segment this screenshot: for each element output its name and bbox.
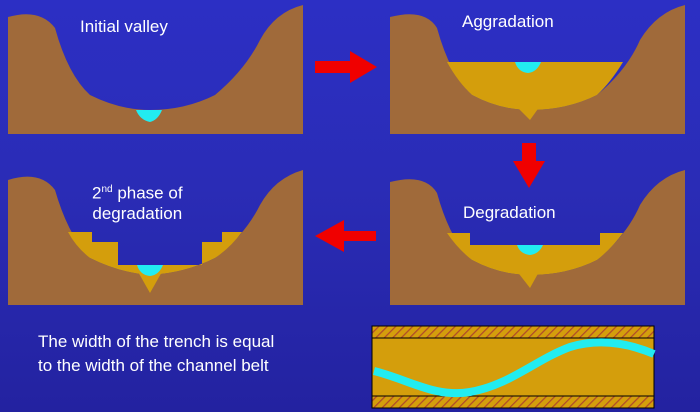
water-channel-aggradation (515, 62, 541, 73)
title-second-phase-line2: degradation (92, 203, 183, 223)
bedrock-degradation (390, 170, 685, 305)
title-second-phase-line1: 2nd phase of (92, 180, 183, 204)
bedrock-initial (8, 5, 303, 134)
panel-initial-valley (8, 5, 303, 134)
panel-second-phase (8, 170, 303, 305)
sediment-fill-aggradation (447, 62, 623, 110)
arrow-right (315, 51, 377, 83)
channel-belt-inset (371, 325, 656, 409)
bedrock-second-phase (8, 170, 303, 305)
panel-aggradation (390, 5, 685, 134)
title-ordinal: 2 (92, 183, 102, 203)
channel-belt-lower-hatched (371, 395, 655, 409)
title-aggradation: Aggradation (462, 12, 554, 31)
arrow-left (315, 220, 376, 252)
title-ordinal-suffix: nd (101, 184, 113, 195)
sediment-terraces-second-phase (68, 232, 242, 275)
title-line1-rest: phase of (112, 183, 183, 203)
title-degradation: Degradation (463, 203, 556, 222)
meandering-channel (373, 338, 656, 398)
water-channel-initial (136, 110, 162, 122)
channel-belt-upper-hatched (371, 325, 655, 339)
title-second-phase: 2nd phase of degradation (92, 180, 183, 224)
sediment-scour-degradation (516, 270, 540, 288)
sediment-scour-second-phase (137, 270, 163, 293)
caption-line2: to the width of the channel belt (38, 356, 269, 375)
caption: The width of the trench is equal to the … (38, 330, 274, 378)
water-channel-degradation (517, 245, 543, 255)
arrow-down (513, 143, 545, 188)
sediment-scour-aggradation (516, 106, 540, 120)
caption-line1: The width of the trench is equal (38, 332, 275, 351)
bedrock-aggradation (390, 5, 685, 134)
panel-degradation (390, 170, 685, 305)
title-initial-valley: Initial valley (80, 17, 168, 36)
sediment-terrace-degradation (447, 233, 623, 275)
water-channel-second-phase (137, 265, 163, 276)
